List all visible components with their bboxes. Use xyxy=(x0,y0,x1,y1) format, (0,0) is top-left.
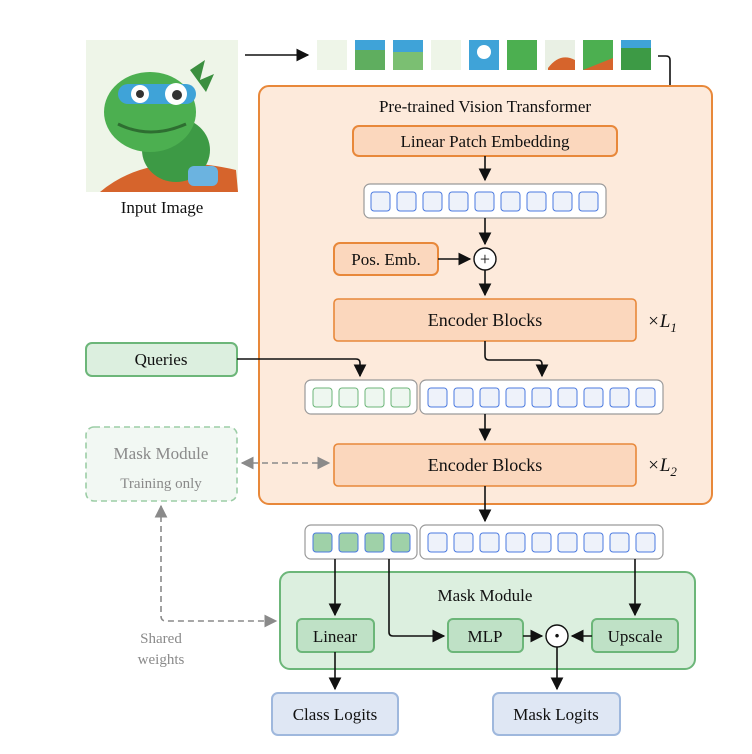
patch-token xyxy=(609,387,630,408)
patch-token xyxy=(531,532,552,553)
patch-tokens-2 xyxy=(427,387,656,408)
patch-token xyxy=(583,532,604,553)
patch-token xyxy=(448,191,469,212)
class-logits-label: Class Logits xyxy=(293,705,378,724)
mask-logits-box xyxy=(492,692,621,736)
query-token xyxy=(364,387,385,408)
mask-module-title: Mask Module xyxy=(438,586,533,605)
patch xyxy=(507,40,537,70)
patch xyxy=(317,40,347,70)
shared-weights-line1: Shared xyxy=(140,631,182,647)
linear-patch-embedding-label: Linear Patch Embedding xyxy=(400,132,570,151)
mask-module-training-title: Mask Module xyxy=(114,444,209,463)
patch-token xyxy=(531,387,552,408)
patch-token xyxy=(583,387,604,408)
class-logits-box xyxy=(271,692,399,736)
patch-token xyxy=(557,387,578,408)
patch-token xyxy=(474,191,495,212)
patch-token xyxy=(505,387,526,408)
output-query-token xyxy=(312,532,333,553)
add-operator-symbol: + xyxy=(480,249,490,269)
upscale-label: Upscale xyxy=(608,627,663,646)
encoder-blocks-2-repeat: ×L2 xyxy=(647,455,677,479)
patch xyxy=(393,40,423,52)
patch-token xyxy=(557,532,578,553)
dashed-arrow-shared-weights xyxy=(154,504,278,628)
pos-emb-label: Pos. Emb. xyxy=(351,250,420,269)
query-tokens xyxy=(312,387,411,408)
query-token xyxy=(338,387,359,408)
shared-weights-line2: weights xyxy=(138,652,185,668)
patch-token xyxy=(505,532,526,553)
patch-token xyxy=(479,532,500,553)
query-token xyxy=(312,387,333,408)
output-patch-tokens xyxy=(427,532,656,553)
arrow-encoder1-to-tokens xyxy=(484,341,549,378)
encoder-blocks-2-label: Encoder Blocks xyxy=(428,455,542,475)
patch-token xyxy=(635,532,656,553)
mlp-label: MLP xyxy=(468,627,503,646)
patch-token xyxy=(453,532,474,553)
patch-token xyxy=(396,191,417,212)
arrow-queries-to-tokens xyxy=(237,358,367,378)
vit-title: Pre-trained Vision Transformer xyxy=(379,97,591,116)
dot-product-symbol: · xyxy=(553,623,560,648)
encoder-blocks-1-label: Encoder Blocks xyxy=(428,310,542,330)
linear-label: Linear xyxy=(313,627,358,646)
patch-token xyxy=(427,532,448,553)
queries-label: Queries xyxy=(135,350,188,369)
patch-token xyxy=(370,191,391,212)
mask-module-training-subtitle: Training only xyxy=(120,476,202,492)
mask-module-training-box xyxy=(85,426,238,502)
patch xyxy=(621,40,651,48)
patch-token xyxy=(635,387,656,408)
patch-token xyxy=(422,191,443,212)
patch-token xyxy=(453,387,474,408)
output-query-token xyxy=(390,532,411,553)
arrow-query-tokens-to-mlp xyxy=(388,559,446,643)
output-query-token-row xyxy=(304,524,418,560)
patch-tokens xyxy=(370,191,599,212)
query-token xyxy=(390,387,411,408)
image-patches xyxy=(317,40,651,70)
patch-token xyxy=(500,191,521,212)
output-query-tokens xyxy=(312,532,411,553)
patch-token xyxy=(479,387,500,408)
input-image xyxy=(86,40,238,192)
input-image-caption: Input Image xyxy=(121,198,204,217)
patch-token xyxy=(526,191,547,212)
output-query-token xyxy=(364,532,385,553)
query-token-row xyxy=(304,379,418,415)
mask-logits-label: Mask Logits xyxy=(513,705,598,724)
patch-token xyxy=(427,387,448,408)
patch-token xyxy=(552,191,573,212)
patch xyxy=(431,40,461,70)
output-query-token xyxy=(338,532,359,553)
patch xyxy=(355,40,385,50)
patch-token xyxy=(609,532,630,553)
encoder-blocks-1-repeat: ×L1 xyxy=(647,311,677,335)
patch-token xyxy=(578,191,599,212)
